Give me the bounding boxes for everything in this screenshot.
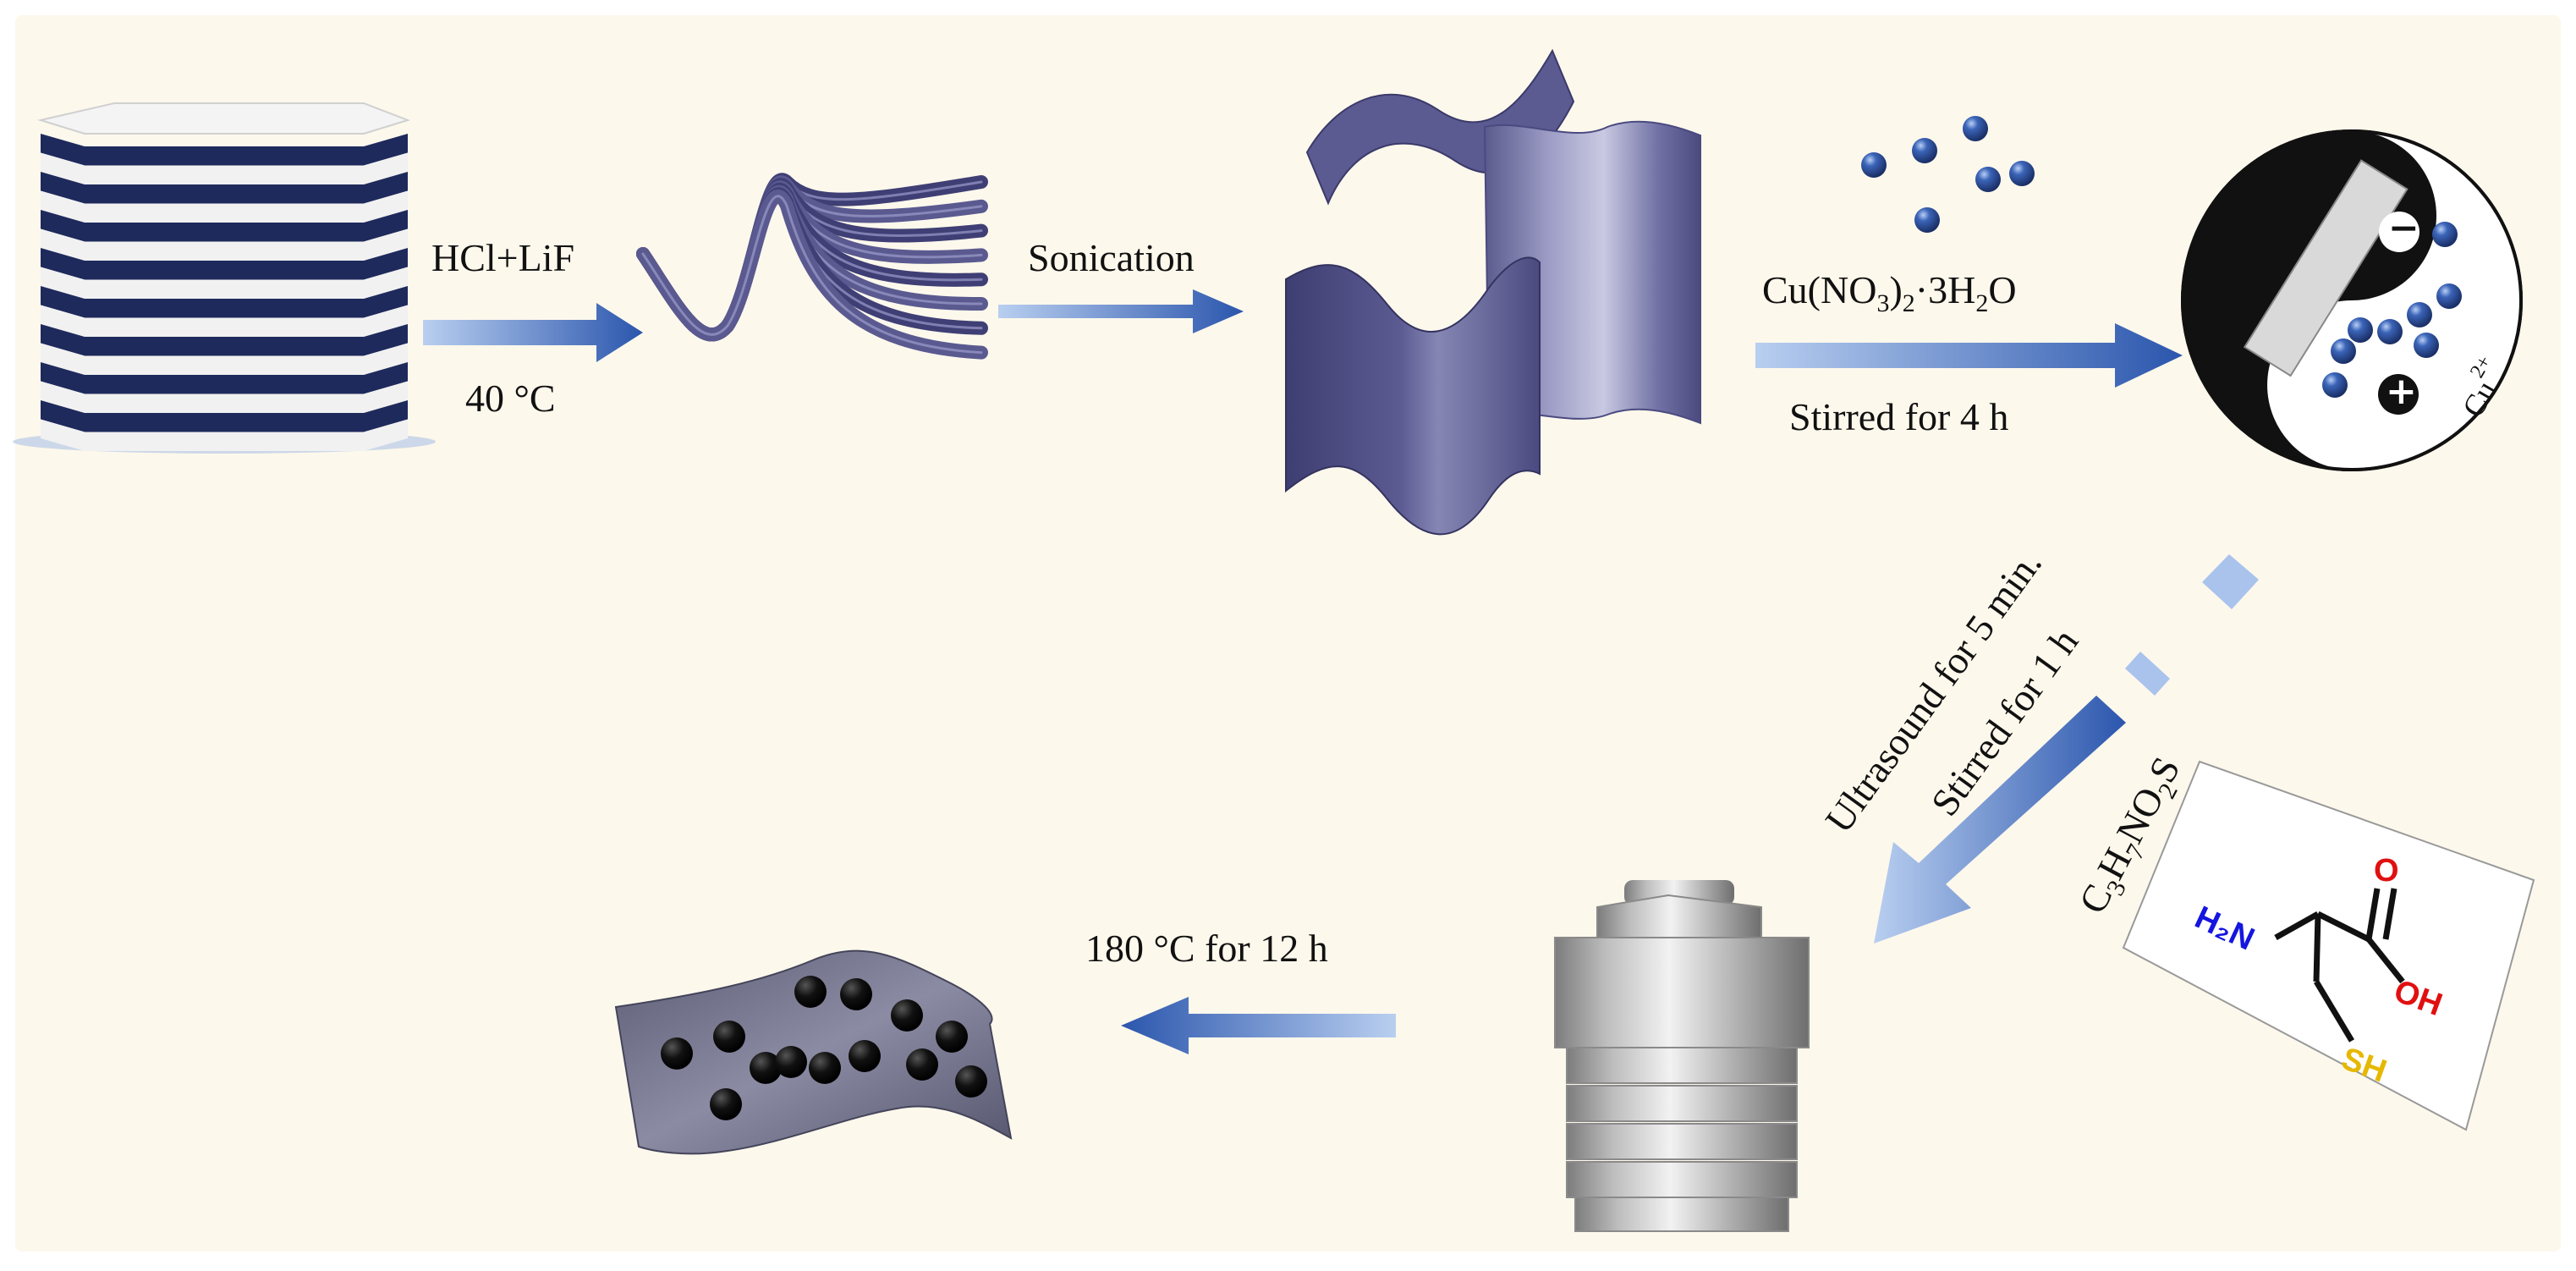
max-layer — [41, 267, 408, 299]
cysteine-card — [2122, 760, 2535, 1131]
autoclave-reactor — [1554, 880, 1810, 1232]
max-layer — [41, 305, 408, 337]
cu-nanoparticle — [809, 1052, 841, 1084]
max-layer — [41, 152, 408, 184]
arrow-etching — [423, 303, 643, 362]
cu-nanoparticle — [713, 1021, 745, 1053]
arrow-hydrothermal — [1121, 997, 1396, 1054]
cu-nanoparticle — [750, 1052, 782, 1084]
adsorbed-cu-ions — [2322, 222, 2462, 398]
etch-temperature-label: 40 °C — [465, 377, 556, 420]
cu-nanoparticle — [849, 1040, 881, 1072]
cu-nanoparticle — [794, 976, 827, 1008]
max-phase-block — [13, 102, 436, 454]
hydrothermal-label: 180 °C for 12 h — [1085, 927, 1328, 970]
max-layer — [41, 362, 408, 394]
cu-doped-sheet — [614, 949, 1013, 1155]
cu-nanoparticle — [710, 1088, 742, 1120]
max-layer — [41, 381, 408, 413]
max-layer — [41, 134, 408, 166]
arrow-functionalization — [1874, 554, 2259, 944]
carbonyl-oxygen-label: O — [2374, 853, 2399, 889]
stirred-4h-label: Stirred for 4 h — [1789, 395, 2009, 438]
max-layer — [41, 324, 408, 356]
positive-charge-icon — [2378, 374, 2419, 415]
max-layer — [41, 228, 408, 261]
negative-charge-icon — [2379, 212, 2419, 252]
cysteine-structure — [2274, 888, 2405, 1043]
arrow-sonication — [998, 289, 1244, 333]
cu-nanoparticle — [906, 1048, 938, 1081]
cu-nanoparticle — [936, 1021, 968, 1053]
cu-nanoparticle — [955, 1065, 987, 1098]
max-layer — [41, 419, 408, 451]
multilayer-mxene — [636, 173, 988, 360]
positive-sign: + — [2386, 370, 2417, 413]
negative-sign: − — [2388, 206, 2419, 250]
max-layer — [41, 286, 408, 318]
delaminated-sheets — [1285, 48, 1701, 536]
cu-nanoparticle — [840, 978, 872, 1010]
cu-nanoparticle — [775, 1046, 807, 1078]
copper-nitrate-label: Cu(NO3)2·3H2O — [1762, 268, 2017, 317]
etch-reagent-label: HCl+LiF — [431, 236, 575, 279]
cu-nanoparticle — [661, 1037, 693, 1070]
max-layer — [41, 248, 408, 280]
max-layer — [41, 400, 408, 432]
background-panel — [15, 15, 2561, 1252]
max-layer — [41, 190, 408, 223]
cu-ions-cluster — [1861, 116, 2035, 233]
arrow-adsorption — [1755, 323, 2183, 388]
max-layer — [41, 172, 408, 204]
max-layer — [41, 343, 408, 375]
max-layer — [41, 210, 408, 242]
ti3c2-flake — [2243, 159, 2408, 377]
sonication-label: Sonication — [1028, 236, 1195, 279]
cu-nanoparticle — [891, 999, 923, 1032]
